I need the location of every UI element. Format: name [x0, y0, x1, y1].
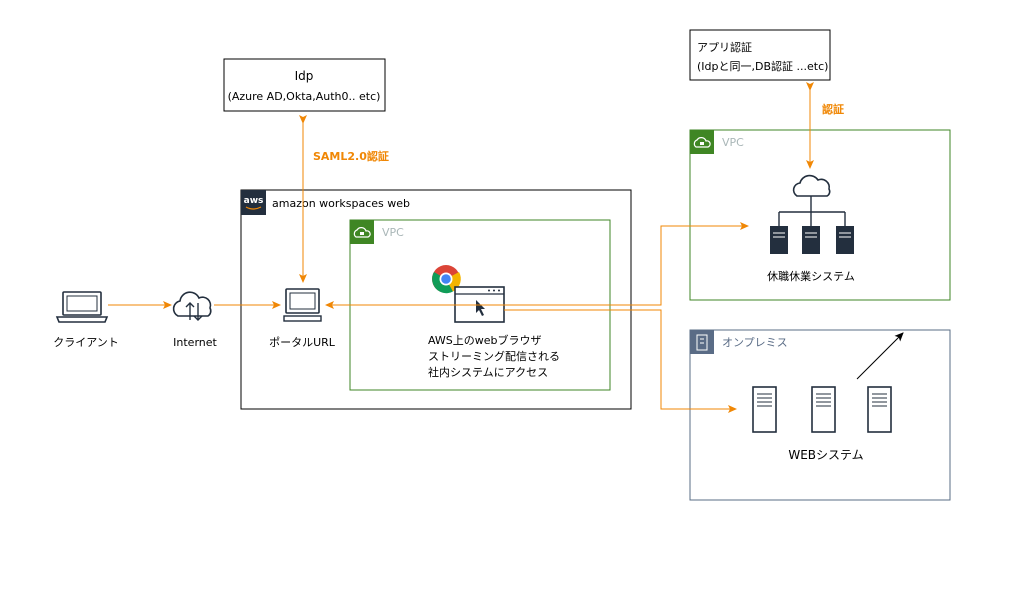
- onprem-label: オンプレミス: [722, 336, 788, 349]
- server-icon-3: [836, 226, 854, 254]
- vpc-right-label: VPC: [722, 136, 744, 149]
- internet-label: Internet: [173, 336, 217, 349]
- web-system-label: WEBシステム: [788, 448, 863, 462]
- app-auth-line2: (Idpと同一,DB認証 ...etc): [697, 59, 828, 73]
- portal-label: ポータルURL: [269, 336, 336, 349]
- idp-title: Idp: [295, 69, 314, 83]
- auth-edge-label: 認証: [822, 102, 844, 116]
- browser-desc-line2: ストリーミング配信される: [428, 349, 560, 363]
- app-auth-box: アプリ認証 (Idpと同一,DB認証 ...etc): [689, 29, 831, 81]
- web-server-icon-1: [752, 386, 777, 433]
- edge-browser-leave-system: [504, 222, 749, 306]
- server-icon-1: [770, 226, 788, 254]
- onprem-arrow: [856, 332, 904, 380]
- server-icon-2: [802, 226, 820, 254]
- internet-cloud-icon: [172, 291, 212, 321]
- client-label: クライアント: [53, 336, 119, 349]
- leave-system-label: 休職休業システム: [767, 270, 855, 283]
- web-server-icon-3: [867, 386, 892, 433]
- saml-edge-label: SAML2.0認証: [313, 149, 389, 163]
- idp-subtitle: (Azure AD,Okta,Auth0.. etc): [228, 90, 381, 103]
- laptop-icon: [55, 291, 109, 323]
- browser-desc-line3: 社内システムにアクセス: [428, 365, 548, 379]
- chrome-icon: [432, 265, 461, 294]
- cursor-icon: [476, 300, 485, 316]
- aws-logo-text: aws: [244, 196, 264, 206]
- edge-browser-web-system: [504, 309, 737, 413]
- aws-logo: [241, 190, 266, 215]
- vpc-inner-label: VPC: [382, 226, 404, 239]
- vpc-right-container: VPC: [689, 129, 951, 301]
- onprem-container: オンプレミス: [689, 329, 951, 501]
- browser-desc-line1: AWS上のwebブラウザ: [428, 333, 542, 347]
- app-auth-line1: アプリ認証: [697, 40, 752, 54]
- leave-system-icon: [770, 174, 854, 254]
- web-server-icon-2: [811, 386, 836, 433]
- idp-box: Idp (Azure AD,Okta,Auth0.. etc): [223, 58, 386, 112]
- portal-monitor-icon: [283, 288, 322, 322]
- workspaces-title: amazon workspaces web: [272, 197, 410, 210]
